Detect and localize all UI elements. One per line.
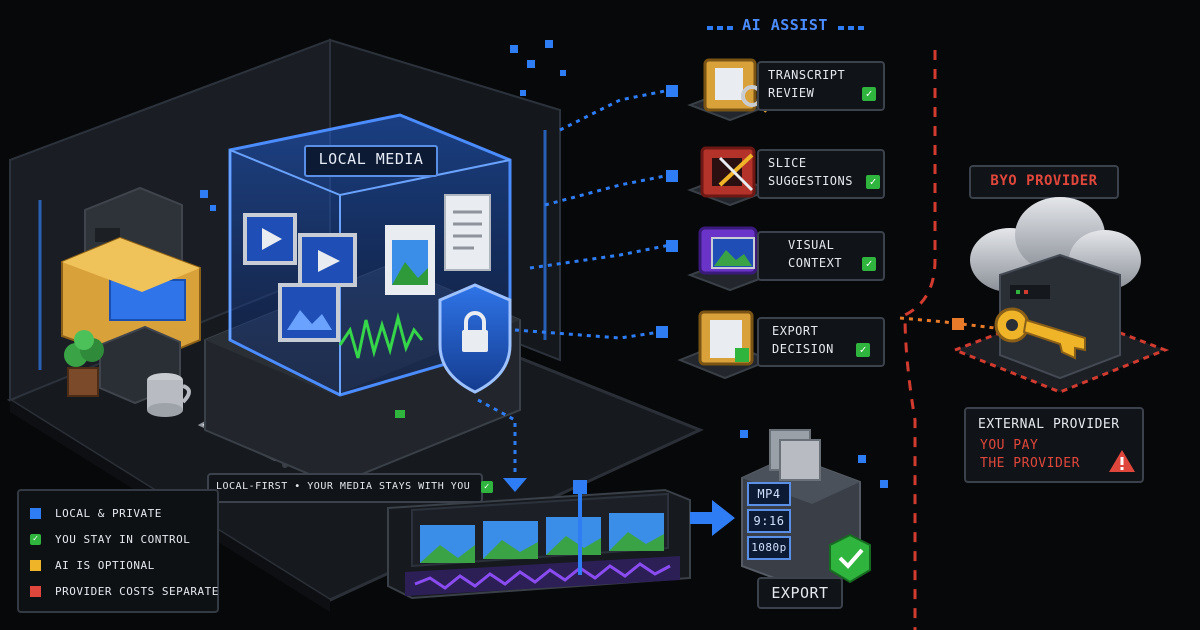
transcript-review-icon <box>687 58 773 122</box>
shield-lock-icon <box>438 283 512 394</box>
check-icon: ✓ <box>866 175 880 189</box>
ai-assist-title: AI ASSIST <box>742 16 828 34</box>
ai-step-box <box>757 317 885 367</box>
legend-label: LOCAL & PRIVATE <box>55 506 162 520</box>
format-badge: MP4 <box>757 487 781 501</box>
ai-step-line1: EXPORT <box>772 324 819 338</box>
check-icon: ✓ <box>862 87 876 101</box>
external-provider-title: EXTERNAL PROVIDER <box>978 417 1120 432</box>
cube-icon <box>30 507 41 519</box>
legend: LOCAL & PRIVATE ✓ YOU STAY IN CONTROL AI… <box>30 500 219 604</box>
ai-step-line2: REVIEW <box>768 86 815 100</box>
legend-item: PROVIDER COSTS SEPARATE <box>30 578 219 604</box>
ai-step-line2: SUGGESTIONS <box>768 174 853 188</box>
ai-step-line1: SLICE <box>768 156 807 170</box>
video-clip-icon <box>243 213 297 265</box>
local-media-title: LOCAL MEDIA <box>318 150 424 168</box>
photo-icon <box>385 225 435 295</box>
format-badge-box <box>747 509 791 533</box>
ai-step-line2: DECISION <box>772 342 834 356</box>
export-decision-icon <box>677 310 773 380</box>
format-badge-box <box>747 482 791 506</box>
ai-connector-nodes <box>656 85 678 338</box>
ai-step-box <box>757 149 885 199</box>
cube-icon <box>30 585 41 597</box>
video-clip-icon <box>278 283 340 342</box>
external-provider-line2: THE PROVIDER <box>980 456 1080 471</box>
provider-boundary-line <box>903 50 937 630</box>
api-key-icon <box>994 307 1086 360</box>
ai-step-line1: VISUAL <box>788 238 835 252</box>
ai-step-line2: CONTEXT <box>788 256 843 270</box>
export-label-box <box>757 577 843 609</box>
slice-suggestions-icon <box>687 146 773 207</box>
legend-item: ✓ YOU STAY IN CONTROL <box>30 526 219 552</box>
external-provider-line1: YOU PAY <box>980 438 1039 453</box>
cube-icon <box>30 559 41 571</box>
local-media-label-box <box>304 145 438 177</box>
audio-waveform-icon <box>338 312 424 359</box>
check-icon: ✓ <box>30 533 41 545</box>
warning-icon <box>1109 450 1135 472</box>
legend-label: YOU STAY IN CONTROL <box>55 532 191 546</box>
external-provider-card <box>964 407 1144 483</box>
ai-step-box <box>757 61 885 111</box>
ai-step-box <box>757 231 885 281</box>
byo-provider-title: BYO PROVIDER <box>990 173 1098 189</box>
document-icon <box>444 194 491 271</box>
ai-step-line1: TRANSCRIPT <box>768 68 846 82</box>
to-timeline-connector <box>477 398 527 492</box>
legend-panel <box>17 489 219 613</box>
format-badge: 9:16 <box>753 514 785 528</box>
check-icon: ✓ <box>480 481 493 493</box>
legend-label: PROVIDER COSTS SEPARATE <box>55 584 219 598</box>
visual-context-icon <box>687 226 773 292</box>
ai-assist-header-dashes <box>707 26 864 30</box>
folders-stack <box>61 236 201 366</box>
check-icon: ✓ <box>862 257 876 271</box>
export-label: EXPORT <box>771 584 829 602</box>
video-timeline <box>387 488 691 600</box>
potted-plant <box>64 330 104 397</box>
floating-pixels <box>200 40 888 488</box>
export-check-icon <box>829 533 871 584</box>
format-badge: 1080p <box>751 541 787 554</box>
legend-item: AI IS OPTIONAL <box>30 552 219 578</box>
to-export-arrow <box>690 500 735 536</box>
playhead-marker[interactable] <box>573 480 587 575</box>
provider-connector <box>899 316 996 330</box>
check-icon: ✓ <box>856 343 870 357</box>
legend-item: LOCAL & PRIVATE <box>30 500 219 526</box>
byo-provider-title-box <box>969 165 1119 199</box>
provider-cloud-server <box>950 197 1170 394</box>
format-badge-box <box>747 536 791 560</box>
ai-connectors <box>514 88 671 340</box>
coffee-mug <box>147 373 191 417</box>
legend-label: AI IS OPTIONAL <box>55 558 155 572</box>
local-first-banner: LOCAL-FIRST • YOUR MEDIA STAYS WITH YOU <box>216 481 471 492</box>
video-clip-icon <box>298 233 357 287</box>
